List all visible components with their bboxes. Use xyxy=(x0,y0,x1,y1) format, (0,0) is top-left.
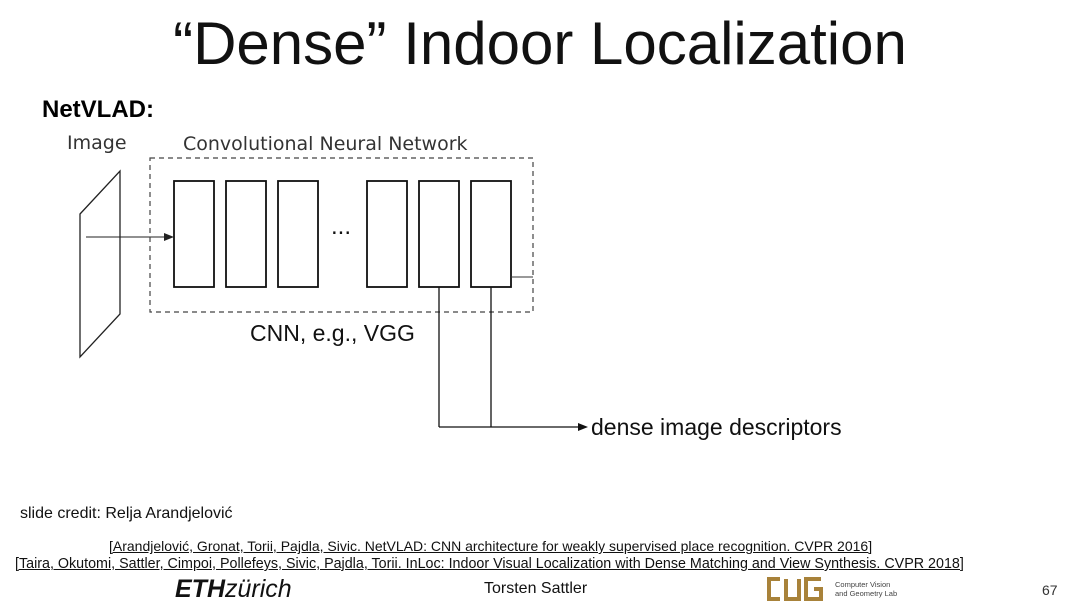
eth-zurich-logo: ETHzürich xyxy=(175,575,292,604)
output-label: dense image descriptors xyxy=(591,414,842,440)
cnn-example-label: CNN, e.g., VGG xyxy=(250,320,415,346)
cnn-layer-1 xyxy=(173,180,215,288)
reference-inloc[interactable]: [Taira, Okutomi, Sattler, Cimpoi, Pollef… xyxy=(15,556,964,572)
cnn-layer-4 xyxy=(366,180,408,288)
reference-netvlad[interactable]: [Arandjelović, Gronat, Torii, Pajdla, Si… xyxy=(109,538,873,554)
slide-title: “Dense” Indoor Localization xyxy=(173,10,907,77)
section-heading: NetVLAD: xyxy=(42,96,154,123)
lab-logo-line1: Computer Vision xyxy=(835,580,891,589)
page-number: 67 xyxy=(1042,582,1058,598)
image-label: Image xyxy=(67,132,127,154)
cnn-layer-5 xyxy=(418,180,460,288)
author-name: Torsten Sattler xyxy=(484,580,588,597)
descriptor-arrow-head xyxy=(578,423,588,431)
cnn-layer-6 xyxy=(470,180,512,288)
ellipsis-label: ... xyxy=(331,213,352,240)
cnn-bounding-box xyxy=(149,157,534,313)
input-arrow-head xyxy=(164,233,174,241)
lab-logo-line2: and Geometry Lab xyxy=(835,589,898,598)
cnn-label: Convolutional Neural Network xyxy=(183,133,468,155)
eth-logo-text: zürich xyxy=(225,575,292,603)
lab-logo-text: Computer Vision and Geometry Lab xyxy=(835,580,897,598)
input-image-plane xyxy=(79,169,121,359)
cnn-layer-2 xyxy=(225,180,267,288)
slide-credit: slide credit: Relja Arandjelović xyxy=(20,505,233,522)
eth-logo-bold: ETH xyxy=(175,575,225,603)
cnn-layer-3 xyxy=(277,180,319,288)
cvg-lab-logo-icon xyxy=(767,577,823,601)
